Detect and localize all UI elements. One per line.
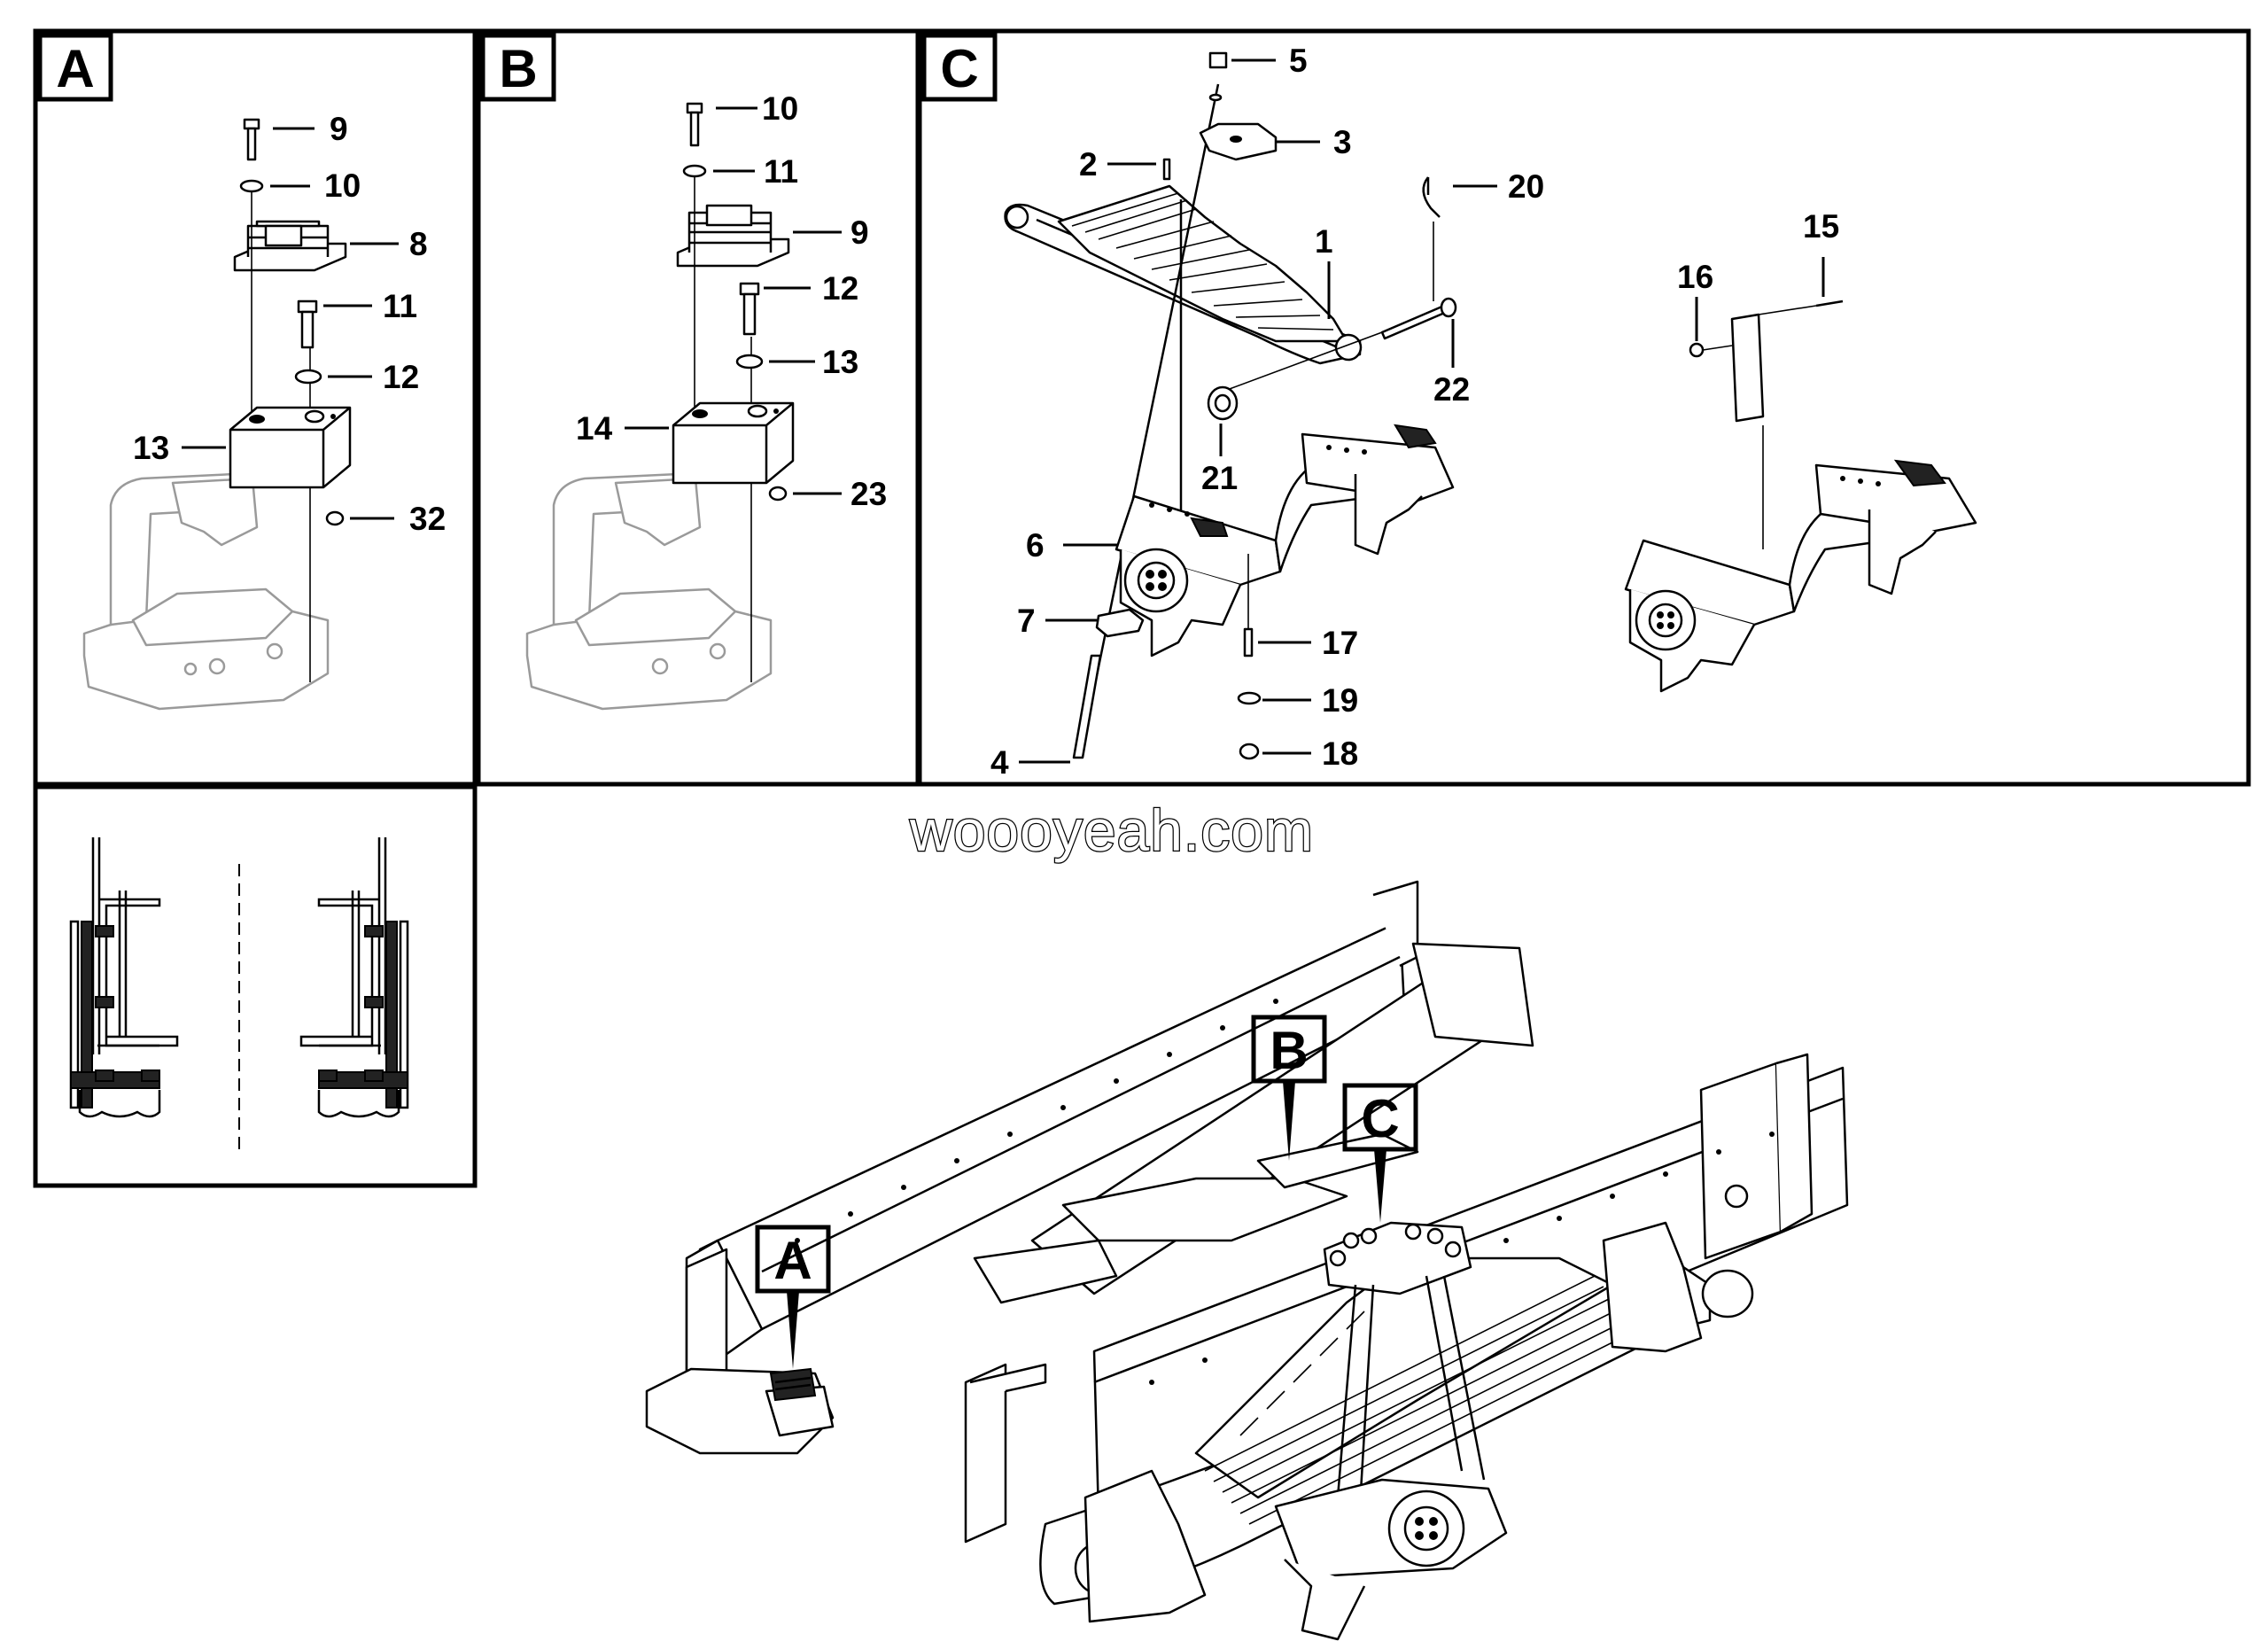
overview-marker-a: A: [755, 1225, 831, 1369]
overview-marker-b: B: [1251, 1015, 1327, 1161]
panel-a-label-box: A: [37, 33, 113, 102]
panel-a-callout-10: 10: [324, 167, 361, 204]
panel-b-callout-12: 12: [822, 270, 858, 307]
panel-b-label: B: [499, 39, 537, 98]
panel-b-spacer-block-14: [672, 401, 795, 485]
panel-c-washer-5: [1208, 93, 1223, 102]
panel-b-bracket: [525, 472, 773, 711]
panel-frames: [33, 28, 2251, 1188]
panel-a-washer-10: [239, 179, 264, 193]
panel-b-label-box: B: [480, 33, 556, 102]
panel-c-hanger-bracket-6: [1115, 424, 1455, 657]
panel-a-leaders: [182, 127, 399, 520]
panel-c-callout-5: 5: [1289, 43, 1308, 79]
panel-a-callout-11: 11: [383, 288, 417, 324]
chassis-front-plate: [685, 1248, 1047, 1544]
overview-marker-c: C: [1342, 1083, 1418, 1223]
panel-b-rubber-pad-9: [676, 204, 790, 268]
panel-c-callout-18: 18: [1322, 735, 1358, 772]
panel-b-callout-23: 23: [850, 476, 887, 512]
watermark-text: woooyeah.com: [909, 797, 1314, 863]
panel-c-label: C: [940, 39, 978, 98]
panel-c-callout-22: 22: [1433, 371, 1470, 408]
panel-b-callout-9: 9: [850, 214, 869, 251]
panel-c-u-bolt-line: [1079, 83, 1220, 754]
chassis-axle-seat: [1274, 1221, 1508, 1641]
panel-a-drawing: 9 10 8 11 12 13 32: [82, 111, 446, 711]
panel-b-callout-14: 14: [576, 410, 613, 447]
panel-c-label-box: C: [921, 33, 998, 102]
panel-a-callout-13: 13: [133, 430, 169, 466]
panel-a-washer-12: [294, 369, 322, 385]
panel-c-callout-20: 20: [1508, 168, 1544, 205]
panel-a-nut-32: [325, 510, 345, 526]
section-view-drawing: [69, 837, 409, 1152]
panel-a-guide-lines: [251, 191, 311, 682]
panel-c-callout-3: 3: [1333, 124, 1352, 160]
panel-a-callout-12: 12: [383, 359, 419, 395]
panel-c-clamp-plate-3: [1199, 122, 1278, 161]
chassis-rear-plate: [1699, 1053, 1814, 1260]
panel-c-rod-4: [1072, 654, 1102, 759]
panel-a-bolt-11: [297, 299, 318, 349]
panel-c-bolt-17: [1243, 627, 1254, 657]
panel-a-frame: [33, 28, 478, 787]
panel-c-guide-22: [1226, 331, 1383, 391]
panel-c-bolt-22: [1380, 297, 1457, 340]
panel-c-frame: [917, 28, 2251, 787]
section-left-frame: [69, 837, 179, 1118]
panel-c-pin-2: [1162, 158, 1171, 181]
panel-a-callout-9: 9: [330, 111, 348, 147]
chassis-rail-holes: [795, 999, 1775, 1385]
panel-b-leaders: [625, 106, 842, 495]
panel-a-bolt-9: [243, 118, 260, 161]
panel-a-callout-8: 8: [409, 226, 428, 262]
chassis-front-hanger: [1084, 1221, 1703, 1623]
panel-c-bushing-21: [1207, 385, 1239, 421]
panel-b-nut-23: [768, 486, 788, 502]
panel-c-right-assembly: [1624, 299, 1977, 693]
panel-b-bolt-10: [686, 102, 703, 147]
panel-b-washer-11: [682, 164, 707, 178]
panel-c-nut-5: [1208, 51, 1228, 69]
overview-marker-c-label: C: [1361, 1089, 1399, 1148]
panel-c-callout-7: 7: [1017, 603, 1036, 639]
overview-marker-a-label: A: [773, 1231, 812, 1290]
panel-b-guide-lines: [694, 177, 752, 682]
panel-c-callout-6: 6: [1026, 527, 1045, 564]
overview-marker-b-label: B: [1270, 1021, 1308, 1080]
panel-c-callout-21: 21: [1201, 460, 1238, 496]
panel-a-callout-32: 32: [409, 501, 446, 537]
section-view-frame: [33, 784, 478, 1188]
panel-b-drawing: 10 11 9 12 13 14 23: [525, 90, 887, 711]
panel-c-leaf-spring-1: [1004, 184, 1363, 365]
panel-b-bolt-12: [739, 282, 760, 336]
panel-a-spacer-block-13: [229, 406, 352, 489]
panel-b-callout-11: 11: [764, 153, 798, 190]
panel-b-washer-13: [735, 354, 764, 369]
panel-c-callout-17: 17: [1322, 625, 1358, 661]
panel-c-clip-7: [1095, 608, 1145, 638]
section-right-frame: [299, 837, 409, 1118]
chassis-front-bracket: [645, 1367, 835, 1455]
panel-c-pin-20: [1422, 176, 1441, 218]
panel-c-callout-1: 1: [1315, 223, 1333, 260]
panel-c-nut-18: [1239, 743, 1260, 760]
panel-c-callout-19: 19: [1322, 682, 1358, 719]
panel-b-callout-13: 13: [822, 344, 858, 380]
overview-chassis: A B C: [645, 880, 1849, 1641]
panel-b-callout-10: 10: [762, 90, 798, 127]
panel-c-drawing: 5 3 2 20 1 15 16 22 21 6 7 17 19 18 4: [990, 43, 1977, 781]
panel-a-bracket: [82, 472, 330, 711]
panel-c-callout-2: 2: [1079, 146, 1098, 183]
panel-c-callout-16: 16: [1677, 259, 1713, 295]
panel-c-callout-15: 15: [1803, 208, 1839, 245]
panel-a-label: A: [56, 39, 94, 98]
panel-a-rubber-pad-8: [233, 220, 347, 272]
panel-c-leaders: [1019, 58, 1825, 764]
panel-c-callout-4: 4: [990, 744, 1009, 781]
panel-c-washer-19: [1237, 691, 1262, 705]
